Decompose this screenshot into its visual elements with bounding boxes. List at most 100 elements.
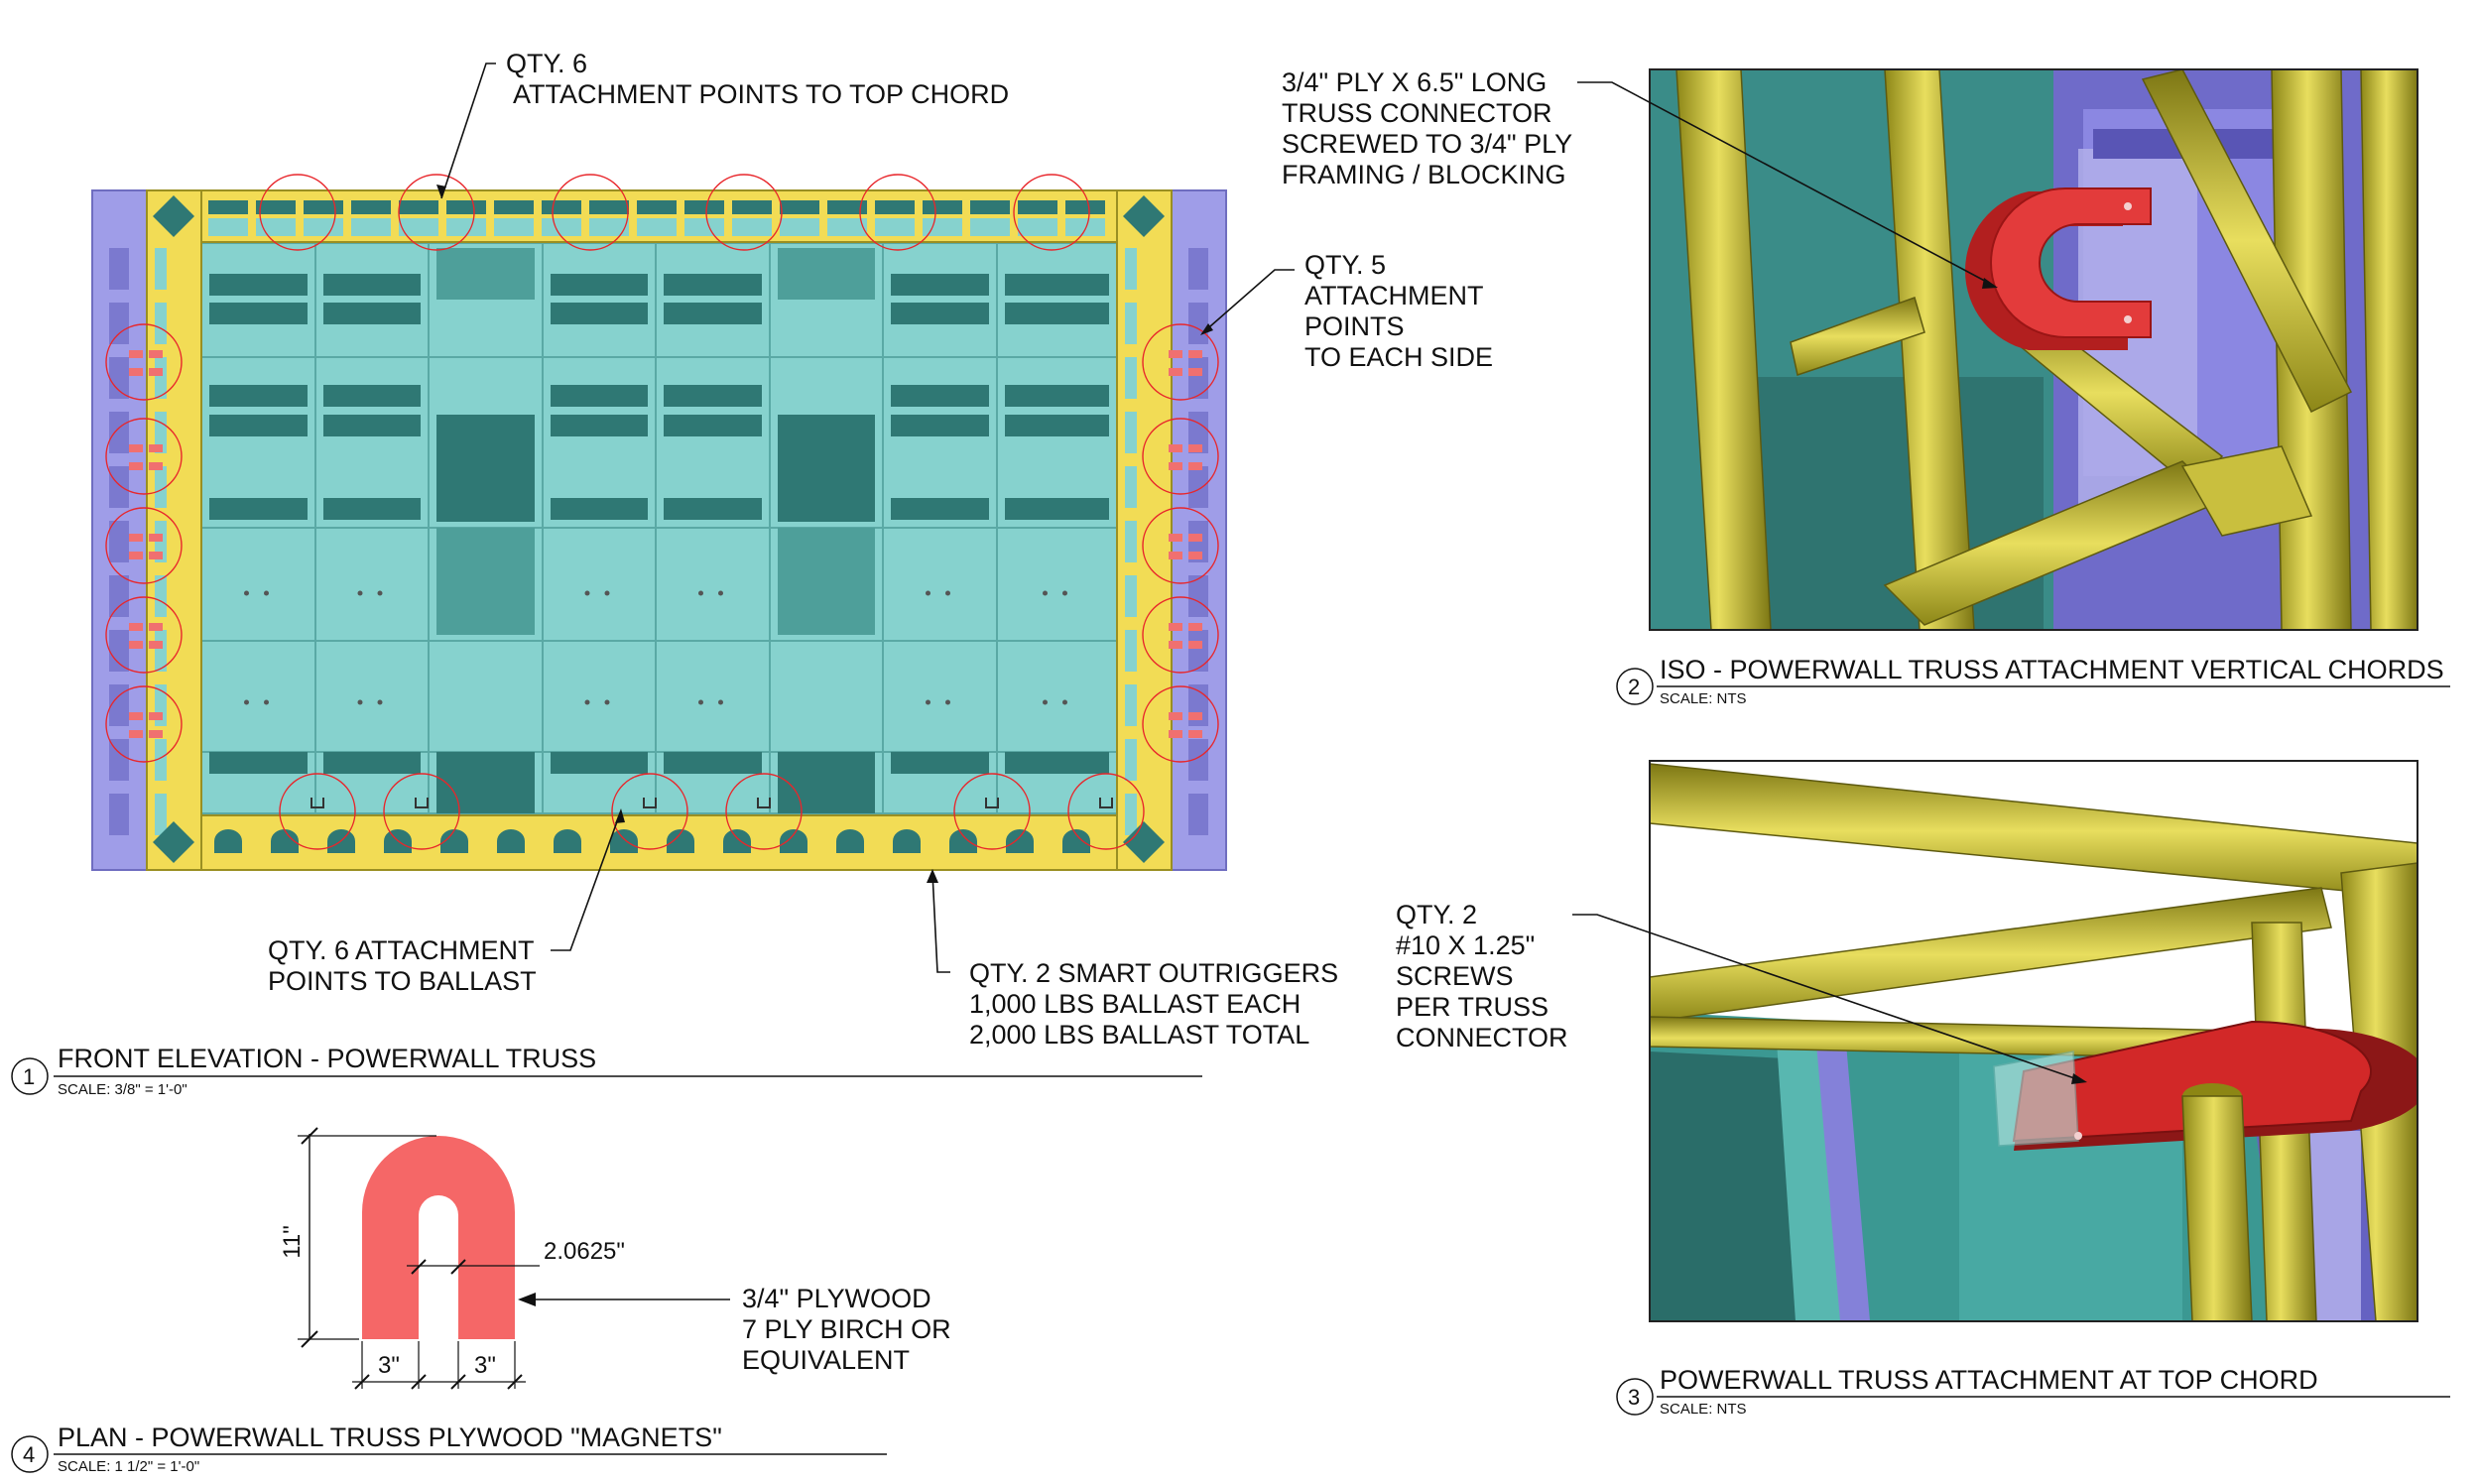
outrigger-rib [1188,248,1208,290]
view-4-title: PLAN - POWERWALL TRUSS PLYWOOD "MAGNETS" [58,1422,722,1452]
view-1-title: FRONT ELEVATION - POWERWALL TRUSS [58,1044,596,1073]
panel-fastener [357,590,363,596]
top-chord-bay [684,218,724,236]
panel-vent-bar [323,752,421,774]
attachment-block-left [129,462,143,470]
panel-fastener [1062,590,1067,596]
panel-fastener [926,590,930,596]
side-chord-bay [1125,466,1137,508]
leader-connector [1577,81,1995,287]
attachment-block-right [1169,534,1182,542]
top-chord-bay [589,218,629,236]
view-3-number: 3 [1628,1385,1640,1410]
attachment-block-left [149,623,163,631]
bottom-chord [146,814,1172,871]
view-2-scale: SCALE: NTS [1660,690,1747,707]
note-top-chord-qty: QTY. 6 [506,49,587,78]
note-connector-line-4: FRAMING / BLOCKING [1282,160,1566,189]
top-chord-bay [732,200,772,214]
panel-vent-bar [551,415,648,436]
leader-top-chord [440,62,496,199]
outrigger-rib [109,357,129,399]
top-chord-bay [923,200,962,214]
note-connector-line-1: 3/4" PLY X 6.5" LONG [1282,67,1547,97]
top-chord-bay [542,200,581,214]
panel-vent-bar [891,752,989,774]
outrigger-rib [109,794,129,835]
attachment-block-left [149,641,163,649]
leader-sides [1201,269,1295,334]
bottom-chord-hole [271,829,299,853]
bottom-chord-hole [1062,829,1090,853]
panel-fastener [945,590,950,596]
attachment-block-left [129,368,143,376]
panel-fastener [698,699,703,705]
outrigger-rib [1188,630,1208,672]
attachment-block-left [129,534,143,542]
attachment-point-left [105,596,183,674]
attachment-block-right [1188,623,1202,631]
attachment-block-right [1188,730,1202,738]
side-chord-bay [155,630,167,672]
truss-connector [1990,187,2152,338]
outrigger-rib [109,466,129,508]
view-3-title: POWERWALL TRUSS ATTACHMENT AT TOP CHORD [1660,1365,2318,1395]
ballast-bracket-icon [310,798,324,808]
side-chord-bay [1125,630,1137,672]
attachment-point-left [105,507,183,584]
top-chord-bay [208,218,248,236]
attachment-block-right [1188,712,1202,720]
attachment-block-right [1169,623,1182,631]
top-chord-bay [542,218,581,236]
side-chord-bay [1125,248,1137,290]
note-screws-line-3: SCREWS [1396,961,1514,991]
panel-vent-bar [664,752,762,774]
attachment-block-left [149,730,163,738]
note-sides-line-2: ATTACHMENT [1304,281,1483,310]
panel-vent-bar [551,385,648,407]
panel-fastener [377,590,383,596]
panel-fastener [377,699,383,705]
side-chord-bay [1125,357,1137,399]
attachment-block-left [129,444,143,452]
panel-fastener [604,590,610,596]
attachment-point-top [1013,174,1090,251]
top-chord-bay [732,218,772,236]
top-chord-bay [446,218,486,236]
bottom-chord-hole [214,829,242,853]
bottom-chord-hole [780,829,807,853]
bottom-chord-hole [723,829,751,853]
note-sides-line-4: TO EACH SIDE [1304,342,1493,372]
panel-fastener [584,699,590,705]
panel-fastener [357,699,363,705]
dim-left-leg: 3" [378,1352,400,1379]
outrigger-rib [1188,412,1208,453]
view-4-number: 4 [23,1442,35,1467]
dim-height: 11" [279,1225,306,1258]
panel-block [778,528,875,635]
view-4-scale: SCALE: 1 1/2" = 1'-0" [58,1458,199,1475]
outrigger-rib [109,630,129,672]
side-chord-bay [155,357,167,399]
corner-block-top-left [153,195,194,237]
attachment-block-left [149,368,163,376]
plywood-magnet-plan-view: 11" 2.0625" 3" 3" 3/4" PLYWOOD 7 PLY BIR… [11,1127,951,1475]
panel-fastener [945,699,950,705]
panel-vent-bar [551,752,648,774]
side-chord-bay [155,575,167,617]
top-chord-bay [304,200,343,214]
top-chord-bays [208,200,1105,236]
top-chord-bay [1065,200,1105,214]
panel-vent-bar [209,752,308,774]
top-chord-bay [827,218,867,236]
plywood-magnet-shape [362,1136,515,1339]
corner-block-top-right [1123,195,1165,237]
panel-vent-bar [323,274,421,296]
attachment-point-bottom [953,773,1031,850]
top-chord-bay [351,200,391,214]
panel-fastener [718,699,723,705]
panel-fastener [1062,699,1067,705]
panel-vent-bar [1005,498,1109,520]
side-chord-bay [1125,303,1137,344]
